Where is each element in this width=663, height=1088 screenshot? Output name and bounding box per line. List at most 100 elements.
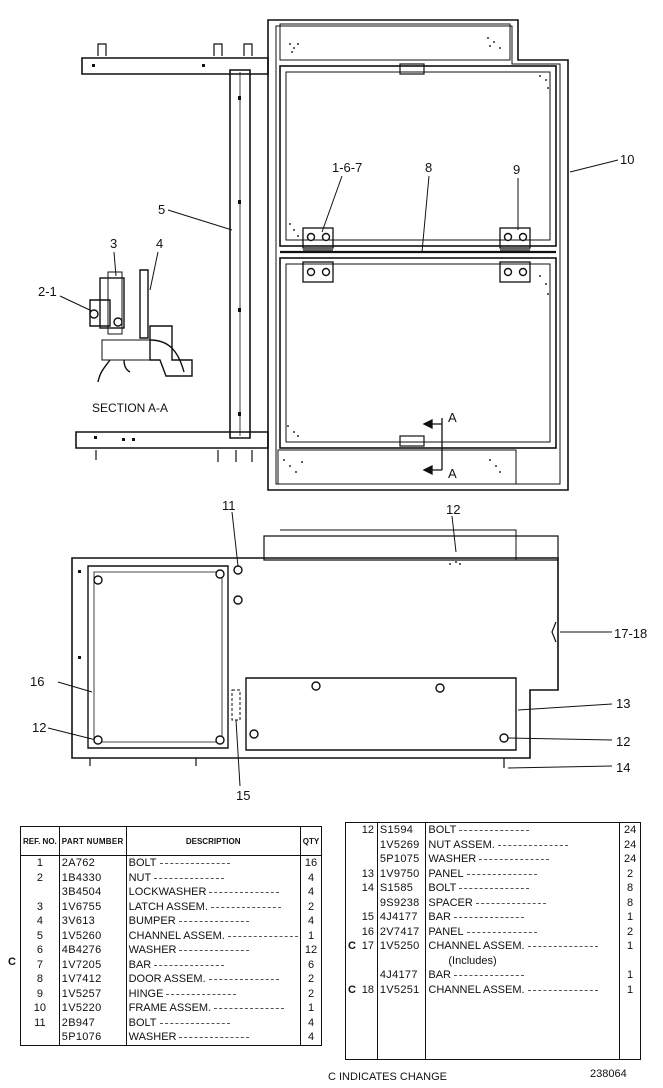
part-number-cell: 3B4504 — [59, 885, 127, 900]
part-number-cell: S1594 — [377, 822, 427, 838]
leader-dots — [159, 862, 230, 865]
callout-17-18: 17-18 — [614, 626, 647, 641]
mounting-bracket — [75, 43, 269, 462]
change-mark-cell: C — [348, 940, 356, 952]
ref-cell — [358, 968, 378, 983]
change-mark-cell — [346, 838, 359, 853]
part-number-cell: 1V5269 — [377, 837, 427, 852]
leader-lines-lower — [47, 511, 613, 787]
description-cell: BOLT — [425, 822, 621, 838]
qty-cell: 24 — [623, 838, 637, 851]
ref-cell: 4 — [20, 914, 60, 929]
leader-dots — [178, 920, 249, 923]
description-cell: SPACER — [425, 895, 621, 910]
description-text: WASHER — [128, 944, 177, 956]
callout-5: 5 — [158, 202, 165, 217]
ref-cell: 17 — [358, 939, 378, 954]
part-number-cell: 2A762 — [59, 855, 127, 871]
leader-dots — [459, 887, 530, 890]
part-number-cell: 1V7412 — [59, 972, 127, 987]
ref-cell: 3 — [20, 899, 60, 914]
ref-cell: 2 — [20, 870, 60, 885]
change-mark-cell — [346, 852, 359, 867]
leader-dots — [466, 873, 537, 875]
qty-cell — [620, 954, 641, 969]
section-label: SECTION A-A — [92, 401, 168, 415]
change-mark-cell — [346, 954, 359, 969]
leader-dots — [154, 964, 225, 966]
table-row: (Includes) — [346, 953, 641, 969]
change-mark-cell — [346, 910, 359, 925]
description-cell: PANEL — [425, 866, 621, 881]
description-cell: CHANNEL ASSEM. — [126, 928, 301, 943]
leader-dots — [527, 945, 598, 948]
qty-cell: 2 — [627, 925, 634, 938]
ref-cell: 18 — [358, 982, 378, 997]
ref-cell: 12 — [358, 822, 378, 838]
qty-cell: 2 — [307, 987, 315, 1000]
section-arrows — [422, 418, 443, 476]
callout-2-1: 2-1 — [38, 284, 57, 299]
qty-cell: 2 — [307, 973, 315, 985]
change-mark-cell: C — [348, 983, 356, 996]
ref-cell: 7 — [20, 957, 60, 972]
callout-a-upper: A — [448, 410, 457, 425]
leader-dots — [459, 829, 530, 832]
description-text: NUT ASSEM. — [428, 838, 495, 851]
part-number-cell: 4J4177 — [377, 968, 427, 983]
part-number-cell: 4B4276 — [59, 943, 127, 958]
leader-dots — [479, 858, 550, 861]
ref-cell: 1 — [20, 855, 60, 871]
leader-dots — [154, 877, 225, 879]
part-number-cell: 1V9750 — [377, 866, 427, 881]
qty-cell: 16 — [304, 857, 318, 869]
ref-cell: 15 — [358, 910, 378, 925]
callout-3: 3 — [110, 236, 117, 251]
description-cell: BOLT — [126, 1015, 301, 1030]
qty-cell: 24 — [623, 853, 637, 865]
leader-dots — [497, 844, 568, 846]
description-text: BAR — [128, 958, 152, 971]
ref-cell — [358, 895, 378, 910]
description-cell: DOOR ASSEM. — [126, 972, 301, 987]
description-text: BOLT — [128, 857, 157, 869]
change-mark-cell — [346, 896, 359, 911]
description-text: CHANNEL ASSEM. — [428, 940, 525, 952]
bracket-rivets — [78, 64, 241, 659]
leader-dots — [454, 974, 524, 977]
part-number-cell: 5P1075 — [377, 852, 427, 867]
part-number-cell: 1V5251 — [377, 982, 427, 997]
callout-1-6-7: 1-6-7 — [332, 160, 362, 175]
change-mark-cell — [346, 968, 359, 983]
description-cell: FRAME ASSEM. — [126, 1001, 301, 1016]
description-text: WASHER — [428, 853, 477, 865]
qty-cell: 1 — [307, 1002, 315, 1014]
part-number-cell: 2V7417 — [377, 924, 427, 939]
description-cell: WASHER — [425, 852, 621, 867]
description-text: NUT — [128, 871, 152, 884]
ref-cell: 13 — [358, 866, 378, 881]
leader-dots — [527, 989, 598, 991]
filler-cell — [346, 997, 359, 1060]
qty-cell: 4 — [307, 915, 315, 927]
part-number-cell: 1V6755 — [59, 899, 127, 914]
description-text: BOLT — [428, 882, 457, 894]
leader-dots — [179, 1036, 250, 1039]
part-number-cell: 1V5250 — [377, 939, 427, 954]
description-text: CHANNEL ASSEM. — [428, 983, 525, 996]
